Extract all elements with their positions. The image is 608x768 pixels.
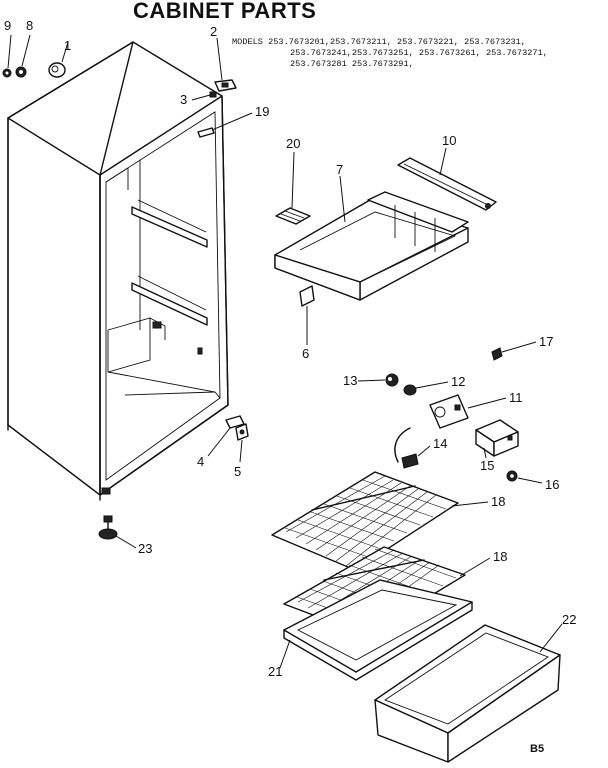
page-code: B5 [530,743,544,755]
callout-16: 16 [545,477,559,492]
models-line-3: 253.7673281 253.7673291, [290,59,414,69]
part-18-upper-shelf [271,471,489,571]
part-22-crisper-drawer [374,623,563,763]
part-3-hinge-pin [191,91,217,101]
part-14-light-socket [394,427,431,469]
part-2-top-hinge [214,37,237,92]
callout-12: 12 [451,374,465,389]
callout-9: 9 [4,18,11,33]
callout-19: 19 [255,104,269,119]
part-7-tray [274,175,469,301]
part-16-grommet [506,470,543,484]
part-13-knob [357,373,399,387]
part-6-bracket [299,285,315,345]
part-1-cap [48,41,69,78]
callout-7: 7 [336,162,343,177]
part-20-ice-tray [275,151,311,225]
part-15-junction-box [475,419,519,459]
callout-18-lower: 18 [493,549,507,564]
part-23-leveling-leg [98,515,137,549]
part-17-clip [491,341,537,361]
callout-11: 11 [509,390,523,405]
callout-23: 23 [138,541,152,556]
part-12-control [403,381,449,396]
callout-17: 17 [539,334,553,349]
callout-10: 10 [442,133,456,148]
callout-8: 8 [26,18,33,33]
diagram-title: CABINET PARTS [133,0,316,23]
callout-14: 14 [433,436,447,451]
callout-20: 20 [286,136,300,151]
part-19-plug [197,112,253,138]
part-10-rail [397,147,497,211]
models-line-1: MODELS 253.7673201,253.7673211, 253.7673… [232,37,526,47]
part-8-screw [15,34,31,78]
callout-21: 21 [268,664,282,679]
callout-18-upper: 18 [491,494,505,509]
part-9-washer [2,34,12,78]
part-21-crisper-cover [279,579,473,681]
callout-5: 5 [234,464,241,479]
part-11-control-bracket [429,394,507,429]
callout-13: 13 [343,373,357,388]
callout-3: 3 [180,92,187,107]
part-5-hinge-bracket [235,423,249,463]
callout-6: 6 [302,346,309,361]
callout-2: 2 [210,24,217,39]
callout-4: 4 [197,454,204,469]
models-line-2: 253.7673241,253.7673251, 253.7673261, 25… [290,48,548,58]
callout-22: 22 [562,612,576,627]
cabinet-body [7,41,229,501]
callout-1: 1 [64,38,71,53]
part-4-bottom-hinge [207,415,245,457]
callout-15: 15 [480,458,494,473]
